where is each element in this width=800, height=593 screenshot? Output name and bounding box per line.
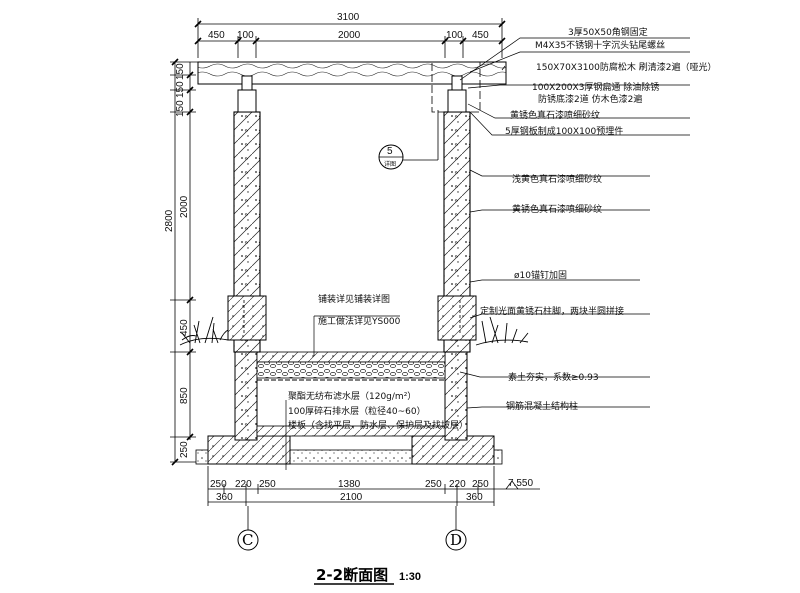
- dim-bottom-220b: 220: [449, 479, 466, 490]
- left-dimension-lines: [170, 58, 200, 466]
- dim-left-2800: 2800: [164, 209, 175, 232]
- note-filter-fabric: 聚酯无纺布滤水层（120g/m²）: [288, 390, 416, 402]
- leader-lines: [459, 37, 690, 409]
- axis-d-label: D: [450, 531, 462, 549]
- dim-top-seg-1: 450: [208, 30, 225, 41]
- dim-left-450: 450: [179, 319, 190, 336]
- note-angle-steel: 3厚50X50角钢固定: [568, 26, 648, 38]
- elevation-label: 7.550: [508, 478, 533, 489]
- timber-beam: [197, 61, 507, 85]
- dim-left-850: 850: [179, 387, 190, 404]
- dim-top-seg-5: 450: [472, 30, 489, 41]
- axis-d-bubble: [445, 529, 467, 551]
- dim-bottom-360b: 360: [466, 492, 483, 503]
- drawing-title: 2-2断面图: [316, 566, 388, 584]
- dim-left-2000: 2000: [179, 195, 190, 218]
- planter-wall-left: [234, 349, 258, 441]
- drawing-scale: 1:30: [399, 571, 421, 583]
- dim-left-150c: 150: [175, 100, 186, 117]
- column-collar-left: [227, 295, 267, 341]
- center-leaders: [285, 315, 400, 470]
- note-embed-plate: 5厚钢板制成100X100预埋件: [505, 125, 623, 137]
- grass-right: [475, 316, 529, 346]
- note-rust-stone-2: 黄锈色真石漆喷细砂纹: [512, 203, 602, 215]
- column-collar-right: [437, 295, 477, 341]
- axis-c-bubble: [237, 529, 259, 551]
- note-light-stone: 浅黄色真石漆喷细砂纹: [512, 173, 602, 185]
- dim-top-seg-3: 2000: [338, 30, 361, 41]
- note-slab: 楼板（含找平层、防水层、保护层及找坡层）: [288, 419, 468, 431]
- dim-bottom-250c: 250: [425, 479, 442, 490]
- column-cap-left: [237, 89, 257, 113]
- detail-sheet: 详图: [384, 160, 396, 168]
- floor-slab: [256, 425, 446, 437]
- note-rc-column: 钢筋混凝土结构柱: [506, 400, 578, 412]
- detail-number: 5: [387, 146, 393, 157]
- note-steel-tube: 100X200X3厚钢扁通 除油除锈: [532, 81, 659, 93]
- note-timber: 150X70X3100防腐松木 刷清漆2遍（哑光）: [536, 61, 716, 73]
- note-compaction: 素土夯实，系数≥0.93: [508, 371, 599, 383]
- dim-bottom-2100: 2100: [340, 492, 363, 503]
- footing-left: [207, 435, 291, 465]
- dim-left-150b: 150: [175, 81, 186, 98]
- footing-right: [411, 435, 495, 465]
- grass-left: [179, 316, 229, 346]
- dim-bottom-250d: 250: [472, 479, 489, 490]
- dim-left-150a: 150: [175, 63, 186, 80]
- dim-bottom-1380: 1380: [338, 479, 361, 490]
- dim-bottom-250b: 250: [259, 479, 276, 490]
- bottom-dimension-lines: [207, 466, 540, 530]
- dim-left-250: 250: [179, 441, 190, 458]
- note-rust-stone-1: 黄锈色真石漆喷细砂纹: [510, 109, 600, 121]
- paving-layer: [256, 351, 446, 363]
- steel-post-left: [241, 75, 253, 91]
- axis-c-label: C: [242, 531, 253, 549]
- note-paving: 铺装详见铺装详图: [318, 293, 390, 305]
- note-paint: 防锈底漆2道 仿木色漆2遍: [538, 93, 642, 105]
- dim-bottom-360a: 360: [216, 492, 233, 503]
- dim-bottom-250a: 250: [210, 479, 227, 490]
- dim-overall-width: 3100: [337, 12, 360, 23]
- dim-top-seg-2: 100: [237, 30, 254, 41]
- gravel-drainage-layer: [256, 361, 446, 379]
- note-construction: 施工做法详见YS000: [318, 315, 401, 327]
- note-gravel: 100厚碎石排水层（粒径40~60）: [288, 405, 426, 417]
- steel-post-right: [451, 75, 463, 91]
- dim-top-seg-4: 100: [446, 30, 463, 41]
- note-anchor: ø10锚钉加固: [514, 269, 567, 281]
- dim-bottom-220a: 220: [235, 479, 252, 490]
- top-dimension-lines: [194, 18, 506, 58]
- column-cap-right: [447, 89, 467, 113]
- note-column-foot: 定制光面黄锈石柱脚，两块半圆拼接: [480, 305, 624, 317]
- note-screws: M4X35不锈钢十字沉头钻尾螺丝: [535, 39, 665, 51]
